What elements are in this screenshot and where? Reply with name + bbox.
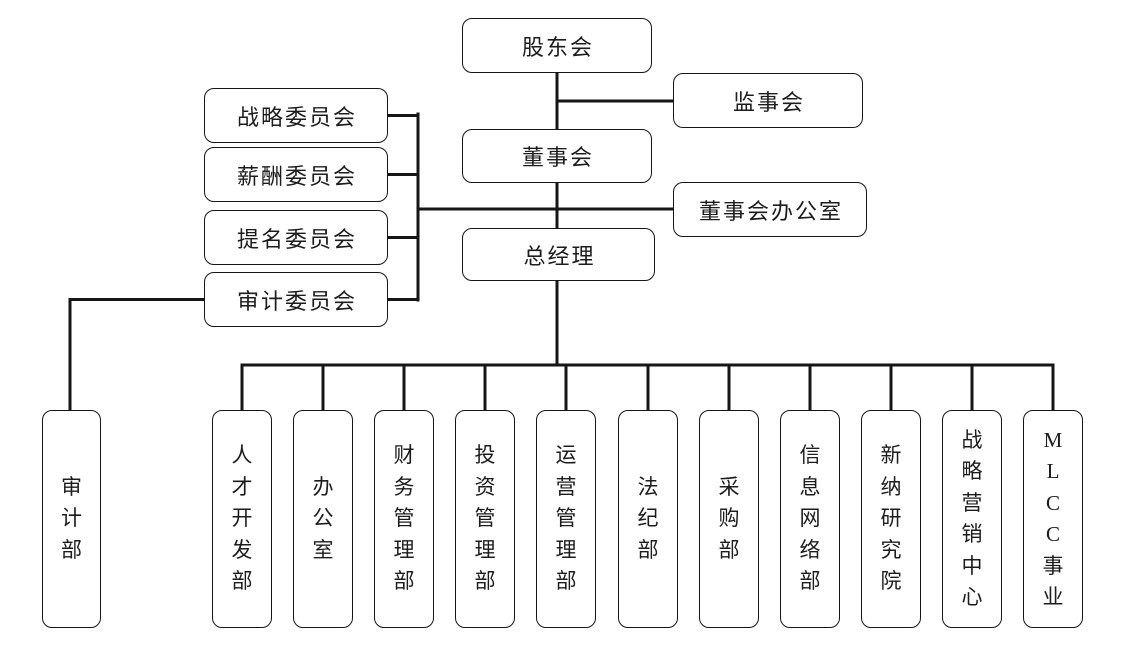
node-compensation-committee: 薪酬委员会 <box>204 147 388 202</box>
node-board-office-label: 董事会办公室 <box>698 198 843 224</box>
node-investment-mgmt-dept-label: 投资管理部 <box>474 443 496 594</box>
node-audit-dept-label: 审计部 <box>61 474 82 562</box>
node-talent-dev-dept: 人才开发部 <box>212 410 272 628</box>
node-compensation-committee-label: 薪酬委员会 <box>236 163 357 189</box>
node-audit-committee-label: 审计委员会 <box>236 288 357 314</box>
node-strategy-committee: 战略委员会 <box>204 88 388 143</box>
node-nomination-committee: 提名委员会 <box>204 210 388 265</box>
node-finance-mgmt-dept: 财务管理部 <box>374 410 434 628</box>
node-info-network-dept-label: 信息网络部 <box>799 443 821 594</box>
node-operations-mgmt-dept-label: 运营管理部 <box>555 443 577 594</box>
node-strategy-committee-label: 战略委员会 <box>236 104 357 130</box>
node-general-manager: 总经理 <box>462 228 655 281</box>
node-supervisory-board-label: 监事会 <box>732 89 805 115</box>
node-board-of-directors: 董事会 <box>462 129 652 183</box>
node-board-of-directors-label: 董事会 <box>521 145 594 170</box>
node-general-manager-label: 总经理 <box>523 243 596 269</box>
node-investment-mgmt-dept: 投资管理部 <box>455 410 515 628</box>
node-xinna-research-institute: 新纳研究院 <box>861 410 921 628</box>
node-nomination-committee-label: 提名委员会 <box>236 226 357 252</box>
node-strategic-marketing-center-label: 战略营销中心 <box>961 427 983 610</box>
node-xinna-research-institute-label: 新纳研究院 <box>880 443 902 594</box>
node-shareholders-label: 股东会 <box>521 34 594 60</box>
node-shareholders: 股东会 <box>462 18 652 73</box>
node-procurement-dept: 采购部 <box>699 410 759 628</box>
node-mlcc-division-label: MLCC事业 <box>1042 427 1064 610</box>
node-strategic-marketing-center: 战略营销中心 <box>942 410 1002 628</box>
node-office-label: 办公室 <box>312 474 334 562</box>
node-audit-committee: 审计委员会 <box>204 272 388 327</box>
node-procurement-dept-label: 采购部 <box>718 474 740 562</box>
node-law-discipline-dept: 法纪部 <box>618 410 678 628</box>
node-finance-mgmt-dept-label: 财务管理部 <box>393 443 415 594</box>
node-mlcc-division: MLCC事业 <box>1023 410 1083 628</box>
node-audit-dept: 审计部 <box>42 410 101 628</box>
node-office: 办公室 <box>293 410 353 628</box>
node-supervisory-board: 监事会 <box>673 73 863 128</box>
node-law-discipline-dept-label: 法纪部 <box>637 474 659 562</box>
node-talent-dev-dept-label: 人才开发部 <box>231 443 253 594</box>
node-operations-mgmt-dept: 运营管理部 <box>536 410 596 628</box>
node-info-network-dept: 信息网络部 <box>780 410 840 628</box>
node-board-office: 董事会办公室 <box>673 182 867 237</box>
